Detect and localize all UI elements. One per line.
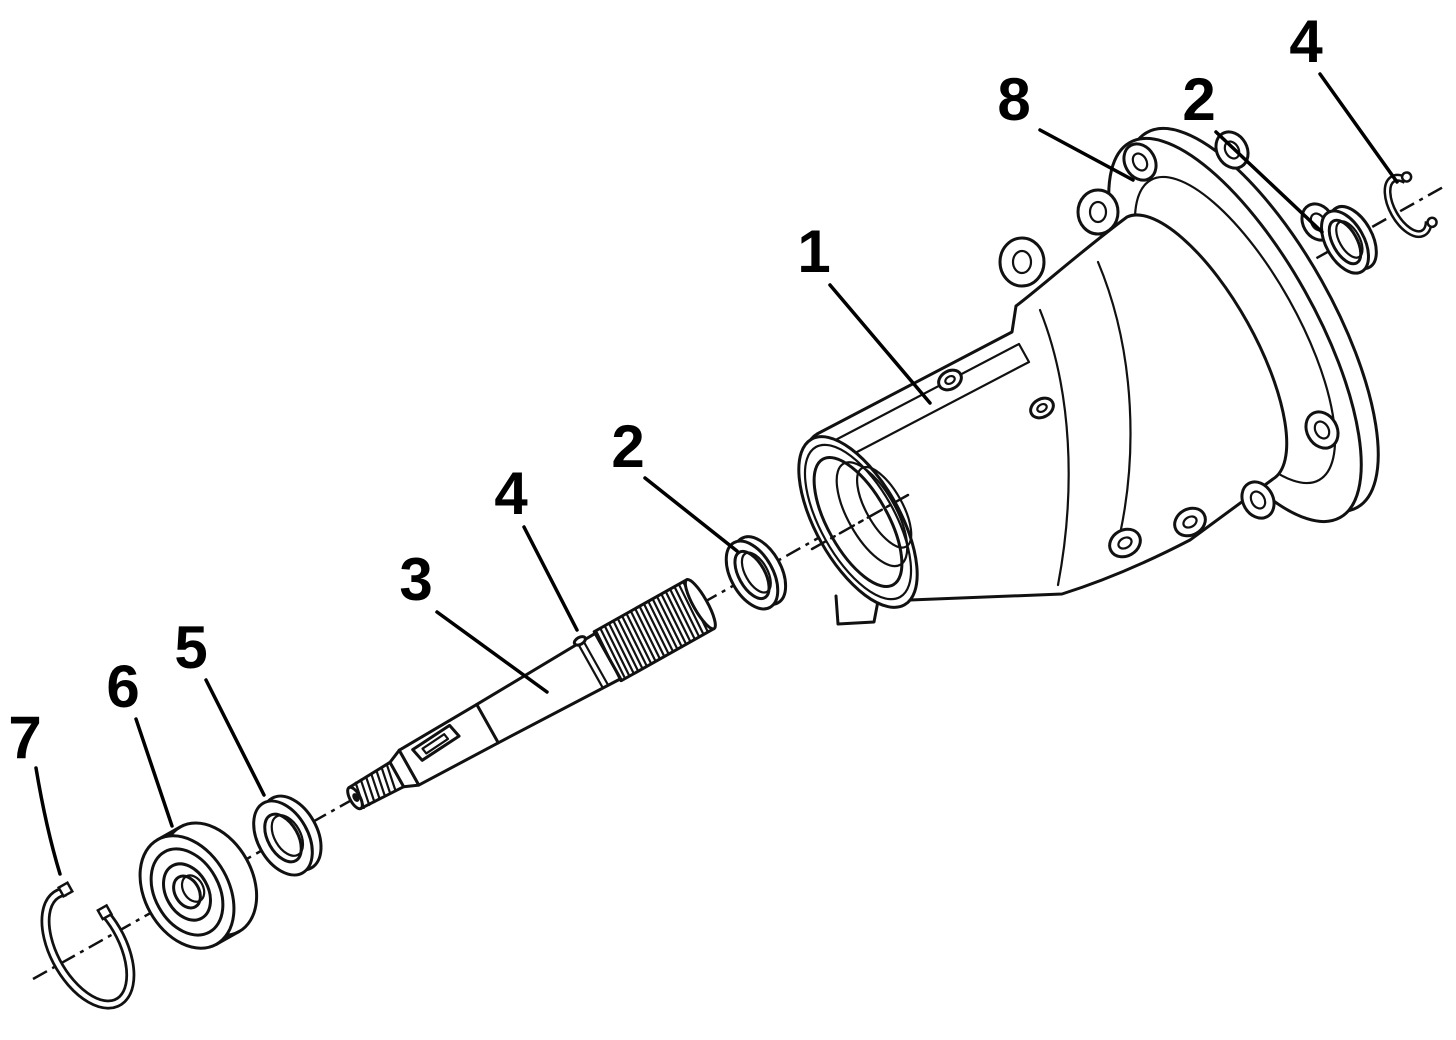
leader-housing-flange xyxy=(1038,128,1135,182)
snap-ring-ear xyxy=(1400,171,1413,183)
washer-front-part xyxy=(724,535,788,611)
leader-shaft-ring xyxy=(522,525,579,632)
leader-bearing xyxy=(134,717,174,828)
housing-part xyxy=(797,126,1380,626)
leader-shaft xyxy=(435,610,549,694)
shaft-ring-part xyxy=(572,635,587,647)
leader-housing xyxy=(828,283,932,405)
shaft-part xyxy=(346,578,717,811)
washer-rear-part xyxy=(1320,205,1378,275)
spline-hatching xyxy=(594,580,710,683)
snap-ring-left-part xyxy=(40,881,136,1010)
leader-snap-ring-right xyxy=(1318,72,1399,184)
leader-lines xyxy=(34,72,1399,876)
housing-upper-ears xyxy=(998,188,1120,288)
leader-washer-front xyxy=(643,476,739,553)
callout-label-bearing: 6 xyxy=(106,653,139,720)
leader-flat-washer xyxy=(204,678,266,797)
snap-ring-tab xyxy=(96,903,114,921)
callout-label-shaft: 3 xyxy=(399,546,432,613)
snap-ring-tab xyxy=(56,881,75,899)
callout-label-washer-rear: 2 xyxy=(1182,66,1215,133)
callout-label-housing: 1 xyxy=(797,218,830,285)
bearing-part xyxy=(138,821,259,950)
callout-label-housing-flange: 8 xyxy=(997,66,1030,133)
snap-ring-ear xyxy=(1426,216,1438,229)
thread-hatching xyxy=(354,764,397,809)
flat-washer-part xyxy=(252,794,323,877)
callout-label-washer-front: 2 xyxy=(611,413,644,480)
callout-label-shaft-ring: 4 xyxy=(494,460,528,527)
callout-label-snap-ring-right: 4 xyxy=(1289,8,1323,75)
callout-label-snap-ring-left: 7 xyxy=(8,704,41,771)
callout-labels: 1 2 3 4 5 6 7 8 2 4 xyxy=(8,8,1323,771)
leader-snap-ring-left xyxy=(34,766,62,876)
callout-label-flat-washer: 5 xyxy=(174,614,207,681)
leader-washer-rear xyxy=(1214,130,1324,234)
